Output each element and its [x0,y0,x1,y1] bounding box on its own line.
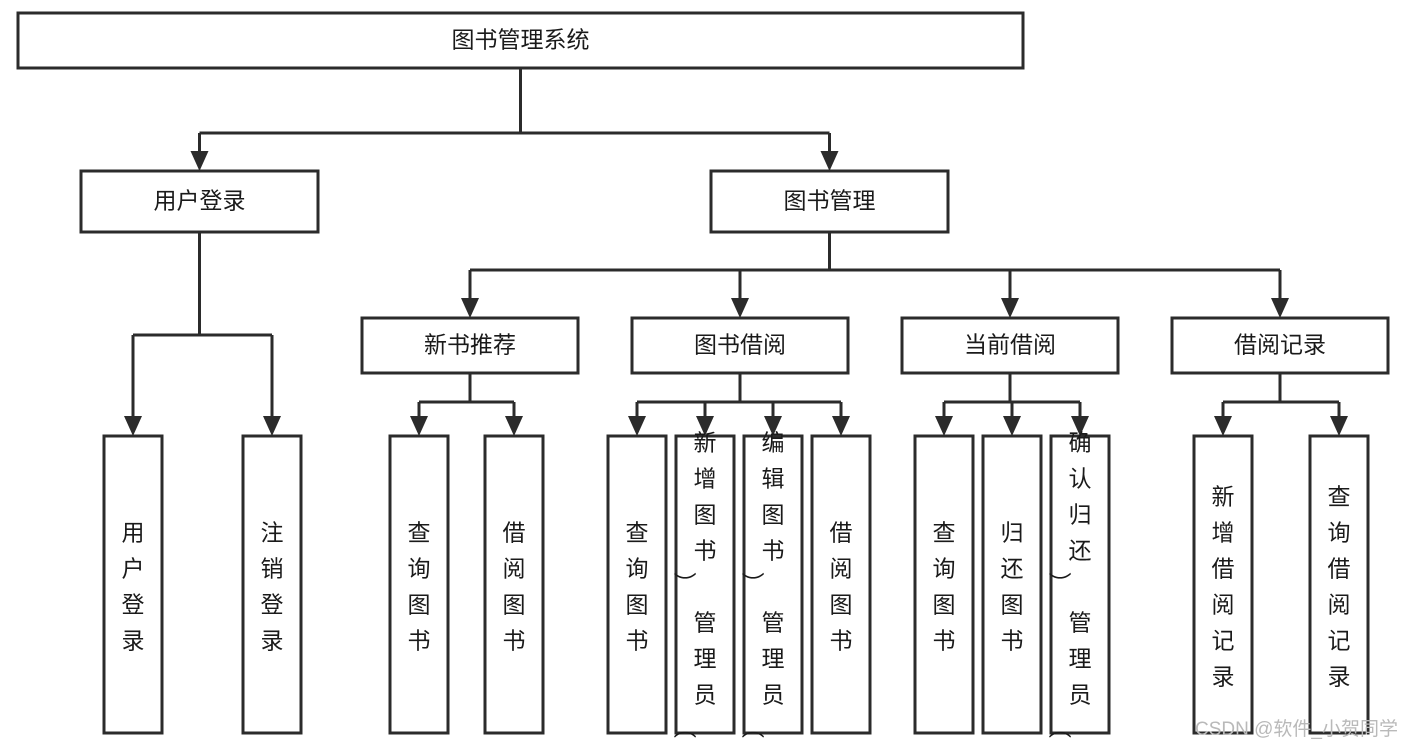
node-box-borrow-record [1170,316,1390,375]
node-label-leaf-add-book: 新增图书（管理员） [673,430,717,739]
node-label-user-login: 用户登录 [154,188,246,214]
node-label-current-borrow: 当前借阅 [964,332,1056,358]
connector-user-login-arrow-0 [124,416,142,436]
node-label-book-manage: 图书管理 [784,188,876,214]
node-layer: 图书管理系统用户登录图书管理新书推荐图书借阅当前借阅借阅记录用户登录注销登录查询… [16,11,1390,739]
node-label-leaf-query-borrow-record: 查询借阅记录 [1328,484,1351,690]
node-label-leaf-query-book-borrow: 查询图书 [626,520,649,654]
node-root[interactable]: 图书管理系统 [16,11,1025,70]
node-box-leaf-logout [241,434,303,735]
connector-root-arrow-0 [190,151,209,171]
node-label-leaf-borrow-book-recommend: 借阅图书 [503,520,526,654]
node-box-leaf-borrow-book-recommend [483,434,545,735]
node-leaf-add-book[interactable]: 新增图书（管理员） [673,430,736,739]
node-label-borrow-record: 借阅记录 [1234,332,1326,358]
connector-borrow-record-arrow-0 [1214,416,1232,436]
node-box-book-borrow [630,316,850,375]
connector-new-book-recommend-arrow-0 [410,416,428,436]
node-box-leaf-confirm-return [1049,434,1111,735]
connector-book-manage-arrow-3 [1271,298,1289,318]
node-leaf-edit-book[interactable]: 编辑图书（管理员） [741,430,804,739]
connector-root-arrow-1 [820,151,839,171]
node-label-leaf-return-book: 归还图书 [1001,520,1024,654]
connector-current-borrow-arrow-2 [1071,416,1089,436]
node-label-leaf-edit-book: 编辑图书（管理员） [741,430,785,739]
node-box-leaf-add-book [674,434,736,735]
connector-current-borrow-arrow-0 [935,416,953,436]
node-user-login[interactable]: 用户登录 [79,169,320,234]
connector-book-borrow-arrow-3 [832,416,850,436]
node-label-leaf-logout: 注销登录 [261,520,284,654]
watermark-label: CSDN @软件_小贺同学 [1195,718,1398,740]
node-box-leaf-user-login [102,434,164,735]
node-leaf-query-book-current[interactable]: 查询图书 [913,434,975,735]
node-box-book-manage [709,169,950,234]
node-label-leaf-query-book-current: 查询图书 [933,520,956,654]
connector-borrow-record-arrow-1 [1330,416,1348,436]
node-leaf-query-borrow-record[interactable]: 查询借阅记录 [1308,434,1370,735]
node-label-leaf-confirm-return: 确认归还（管理员） [1048,430,1092,739]
node-leaf-confirm-return[interactable]: 确认归还（管理员） [1048,430,1111,739]
node-box-leaf-query-borrow-record [1308,434,1370,735]
node-box-leaf-query-book-borrow [606,434,668,735]
node-label-leaf-query-book-recommend: 查询图书 [408,520,431,654]
connector-book-manage-arrow-0 [461,298,479,318]
node-box-leaf-add-borrow-record [1192,434,1254,735]
node-label-leaf-borrow-book: 借阅图书 [830,520,853,654]
connector-new-book-recommend-arrow-1 [505,416,523,436]
node-box-root [16,11,1025,70]
node-leaf-borrow-book-recommend[interactable]: 借阅图书 [483,434,545,735]
node-book-borrow[interactable]: 图书借阅 [630,316,850,375]
connector-book-manage-arrow-1 [731,298,749,318]
node-label-new-book-recommend: 新书推荐 [424,332,516,358]
node-box-leaf-query-book-current [913,434,975,735]
node-box-new-book-recommend [360,316,580,375]
node-leaf-logout[interactable]: 注销登录 [241,434,303,735]
node-box-leaf-query-book-recommend [388,434,450,735]
node-leaf-query-book-recommend[interactable]: 查询图书 [388,434,450,735]
node-leaf-return-book[interactable]: 归还图书 [981,434,1043,735]
connector-book-borrow-arrow-1 [696,416,714,436]
node-borrow-record[interactable]: 借阅记录 [1170,316,1390,375]
node-book-manage[interactable]: 图书管理 [709,169,950,234]
connector-user-login-arrow-1 [263,416,281,436]
node-leaf-user-login[interactable]: 用户登录 [102,434,164,735]
connector-layer [124,68,1348,436]
connector-book-manage-arrow-2 [1001,298,1019,318]
node-leaf-add-borrow-record[interactable]: 新增借阅记录 [1192,434,1254,735]
node-box-leaf-return-book [981,434,1043,735]
node-box-current-borrow [900,316,1120,375]
connector-book-borrow-arrow-2 [764,416,782,436]
node-box-leaf-borrow-book [810,434,872,735]
connector-book-borrow-arrow-0 [628,416,646,436]
node-label-leaf-add-borrow-record: 新增借阅记录 [1212,484,1235,690]
node-leaf-query-book-borrow[interactable]: 查询图书 [606,434,668,735]
node-label-root: 图书管理系统 [452,27,590,53]
node-new-book-recommend[interactable]: 新书推荐 [360,316,580,375]
node-label-leaf-user-login: 用户登录 [122,520,145,654]
node-box-leaf-edit-book [742,434,804,735]
node-label-book-borrow: 图书借阅 [694,332,786,358]
node-current-borrow[interactable]: 当前借阅 [900,316,1120,375]
node-box-user-login [79,169,320,234]
connector-current-borrow-arrow-1 [1003,416,1021,436]
node-leaf-borrow-book[interactable]: 借阅图书 [810,434,872,735]
